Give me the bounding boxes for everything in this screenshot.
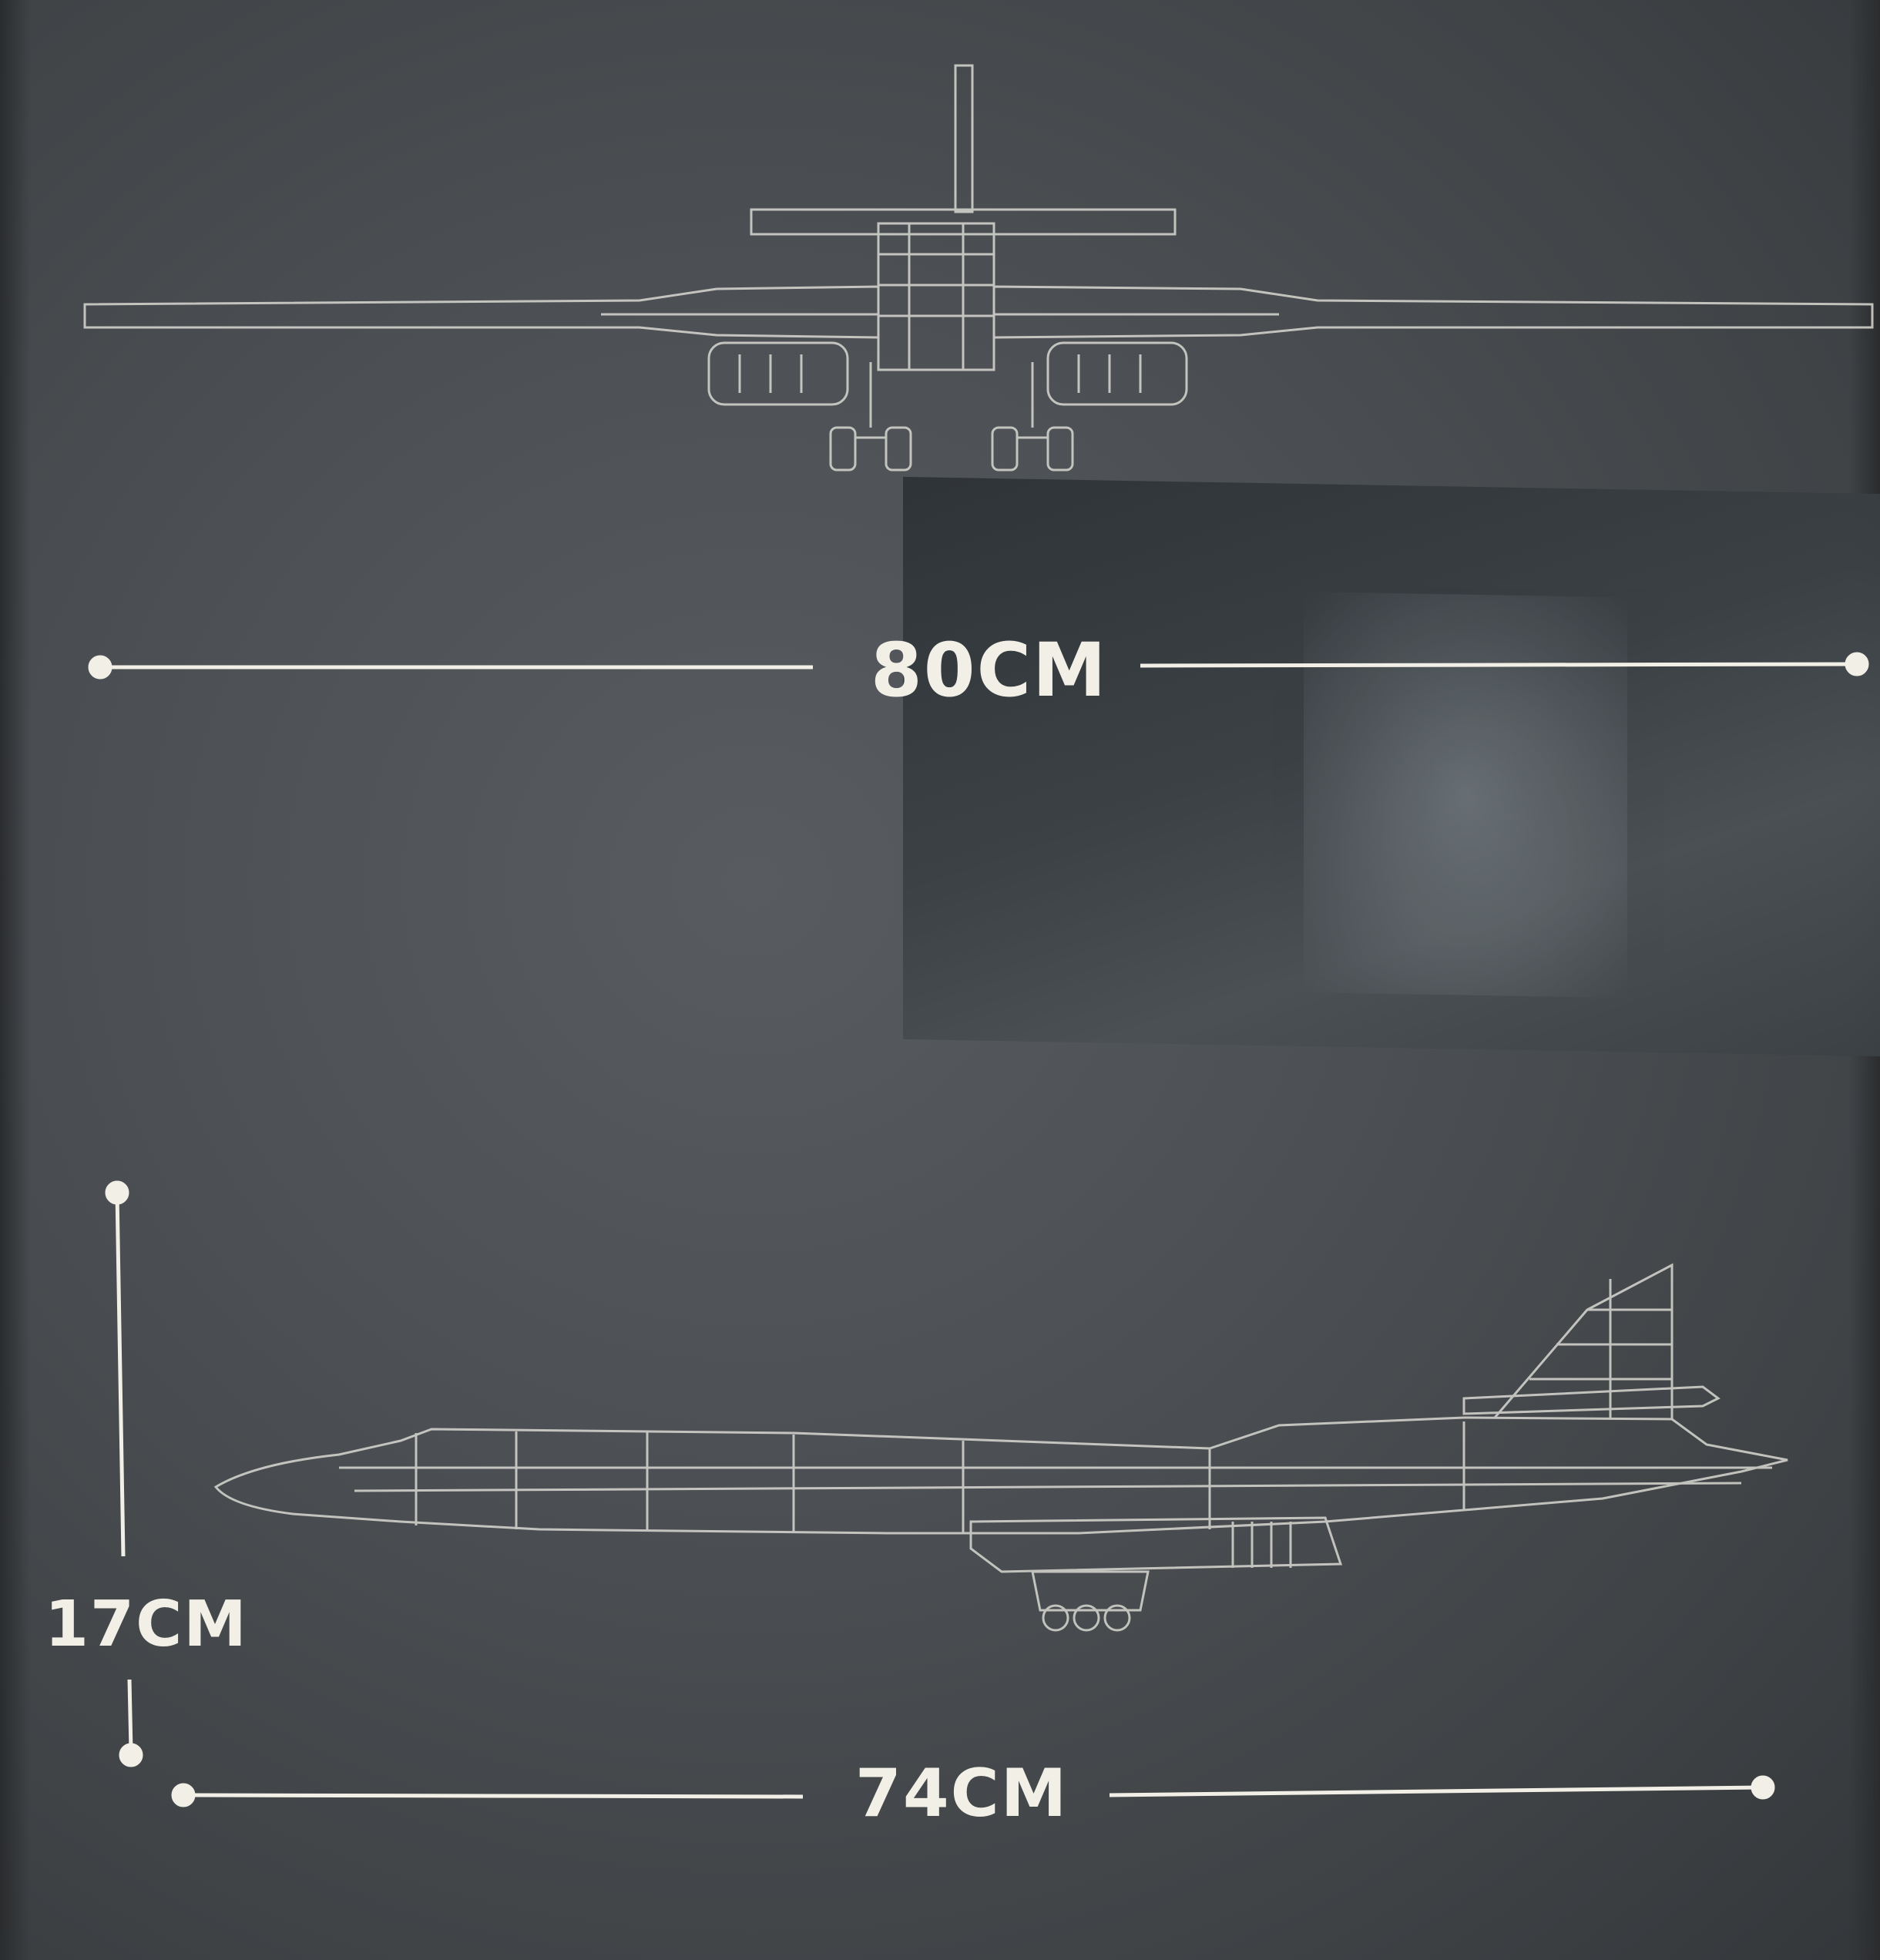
length-label: 74CM <box>855 1755 1069 1832</box>
wingspan-line-right <box>1140 662 1858 668</box>
length-line-left <box>183 1793 804 1799</box>
height-line-bottom <box>127 1679 133 1751</box>
wingspan-label: 80CM <box>871 627 1108 713</box>
height-dot-bottom <box>119 1743 143 1767</box>
wingspan-dot-left <box>88 655 112 680</box>
height-label: 17CM <box>45 1588 248 1661</box>
length-line-right <box>1109 1785 1764 1797</box>
height-dot-top <box>105 1180 129 1205</box>
length-dot-right <box>1751 1775 1775 1800</box>
height-line-top <box>115 1192 126 1557</box>
length-dot-left <box>171 1783 196 1807</box>
left-shadow <box>0 0 31 1960</box>
wingspan-dot-right <box>1845 652 1869 676</box>
